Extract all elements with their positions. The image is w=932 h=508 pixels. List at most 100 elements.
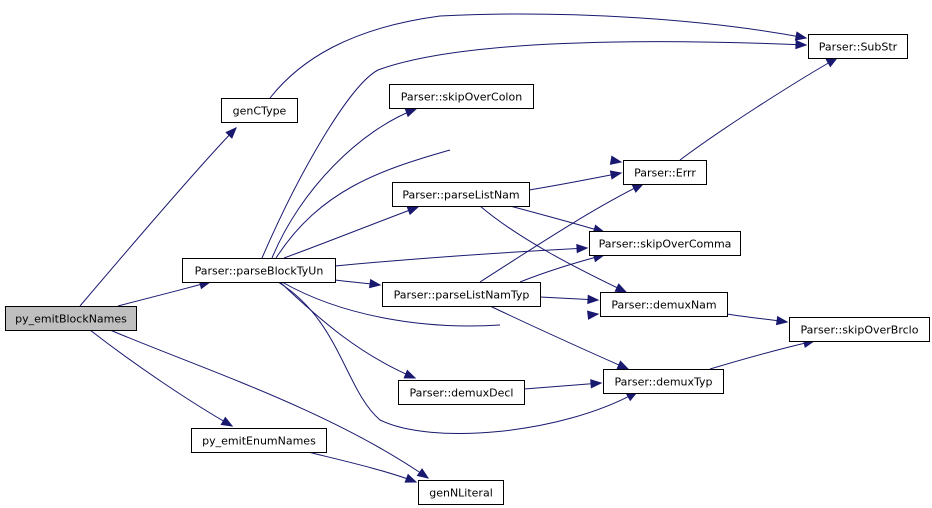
node-box — [392, 182, 530, 207]
node-label: genCType — [233, 105, 287, 118]
node-box — [389, 84, 534, 109]
node-box — [182, 258, 336, 283]
arrowhead — [403, 369, 417, 379]
node-box — [191, 428, 327, 453]
node-label: Parser::demuxDecl — [410, 387, 514, 400]
node-SubStr[interactable]: Parser::SubStr — [808, 34, 908, 59]
node-box — [398, 380, 525, 405]
edge-line — [334, 247, 588, 267]
edge-py_emitBlockNames-to-genNLiteral — [109, 329, 430, 479]
arrowhead — [609, 170, 623, 180]
node-label: Parser::demuxNam — [611, 299, 716, 312]
arrowhead — [795, 39, 808, 50]
arrowhead — [404, 473, 418, 483]
node-label: Parser::parseBlockTyUn — [195, 265, 324, 278]
node-label: py_emitEnumNames — [202, 435, 316, 448]
node-box — [5, 306, 137, 331]
edge-line — [117, 281, 211, 307]
edge-line — [679, 57, 838, 161]
edge-demuxDecl-to-demuxTyp — [523, 379, 603, 390]
edge-line — [279, 281, 416, 379]
arrowhead — [220, 416, 234, 427]
node-box — [221, 98, 298, 123]
node-label: genNLiteral — [429, 487, 493, 500]
edge-line — [275, 149, 451, 259]
edge-parseBlockTyUn-to-Errr — [275, 149, 623, 259]
node-box — [603, 369, 724, 394]
arrowhead — [825, 57, 839, 68]
nodes-layer: py_emitBlockNames genCTypeParser::parseBl… — [5, 34, 930, 505]
edge-demuxTyp-to-skipOverBrclo — [709, 338, 816, 370]
node-label: Parser::parseListNam — [402, 189, 519, 202]
node-box — [600, 292, 728, 317]
edge-line — [281, 281, 501, 327]
edge-parseBlockTyUn-to-SubStr — [261, 39, 808, 259]
node-skipOverBrclo[interactable]: Parser::skipOverBrclo — [789, 317, 930, 342]
node-parseListNam[interactable]: Parser::parseListNam — [392, 182, 530, 207]
node-skipOverComma[interactable]: Parser::skipOverComma — [589, 231, 741, 256]
node-box — [382, 282, 541, 307]
node-demuxTyp[interactable]: Parser::demuxTyp — [603, 369, 724, 394]
edge-line — [79, 127, 237, 307]
edge-line — [89, 329, 233, 427]
node-genNLiteral[interactable]: genNLiteral — [418, 480, 504, 505]
edge-py_emitEnumNames-to-genNLiteral — [307, 451, 418, 483]
node-box — [623, 160, 707, 185]
node-demuxDecl[interactable]: Parser::demuxDecl — [398, 380, 525, 405]
node-py_emitBlockNames[interactable]: py_emitBlockNames — [5, 306, 137, 331]
edge-line — [277, 281, 638, 434]
arrowhead — [416, 468, 430, 479]
edge-parseBlockTyUn-to-demuxNam — [281, 281, 600, 327]
edge-demuxNam-to-skipOverBrclo — [726, 313, 789, 326]
node-label: Parser::skipOverBrclo — [801, 324, 919, 337]
edge-py_emitBlockNames-to-py_emitEnumNames — [89, 329, 234, 427]
arrowhead — [368, 278, 382, 289]
edges-layer — [79, 13, 839, 483]
edge-line — [283, 206, 419, 259]
arrowhead — [609, 155, 623, 165]
edge-parseBlockTyUn-to-parseListNam — [283, 206, 420, 259]
edge-line — [269, 13, 807, 99]
node-box — [418, 480, 504, 505]
edge-parseBlockTyUn-to-demuxDecl — [279, 281, 417, 379]
arrowhead — [631, 183, 645, 193]
arrowhead — [404, 108, 418, 118]
edge-line — [509, 205, 605, 233]
edge-parseListNam-to-skipOverComma — [509, 205, 606, 234]
node-genCType[interactable]: genCType — [221, 98, 298, 123]
node-box — [808, 34, 908, 59]
edge-line — [519, 254, 605, 283]
edge-line — [479, 205, 627, 293]
edge-parseBlockTyUn-to-skipOverComma — [334, 243, 589, 267]
arrowhead — [614, 283, 628, 293]
arrowhead — [587, 310, 600, 320]
node-py_emitEnumNames[interactable]: py_emitEnumNames — [191, 428, 327, 453]
node-demuxNam[interactable]: Parser::demuxNam — [600, 292, 728, 317]
node-label: Parser::parseListNamTyp — [394, 289, 530, 302]
node-skipOverColon[interactable]: Parser::skipOverColon — [389, 84, 534, 109]
node-label: py_emitBlockNames — [15, 313, 127, 326]
arrowhead — [775, 315, 789, 326]
node-box — [789, 317, 930, 342]
edge-py_emitBlockNames-to-parseBlockTyUn — [117, 280, 212, 307]
edge-parseListNamTyp-to-skipOverComma — [519, 253, 606, 283]
node-parseBlockTyUn[interactable]: Parser::parseBlockTyUn — [182, 258, 336, 283]
arrowhead — [616, 360, 630, 370]
node-Errr[interactable]: Parser::Errr — [623, 160, 707, 185]
node-label: Parser::skipOverComma — [599, 238, 732, 251]
arrowhead — [225, 127, 237, 139]
edge-line — [307, 451, 417, 483]
node-parseListNamTyp[interactable]: Parser::parseListNamTyp — [382, 282, 541, 307]
edge-genCType-to-SubStr — [269, 13, 808, 99]
edge-py_emitBlockNames-to-genCType — [79, 127, 237, 307]
edge-line — [261, 41, 807, 259]
edge-parseListNamTyp-to-demuxTyp — [489, 305, 630, 370]
arrowhead — [576, 243, 589, 254]
edge-parseBlockTyUn-to-parseListNamTyp — [334, 278, 382, 289]
edge-line — [528, 172, 622, 191]
node-label: Parser::Errr — [634, 167, 696, 180]
node-label: Parser::SubStr — [819, 41, 898, 54]
node-label: Parser::demuxTyp — [614, 376, 712, 389]
edge-line — [109, 329, 429, 479]
